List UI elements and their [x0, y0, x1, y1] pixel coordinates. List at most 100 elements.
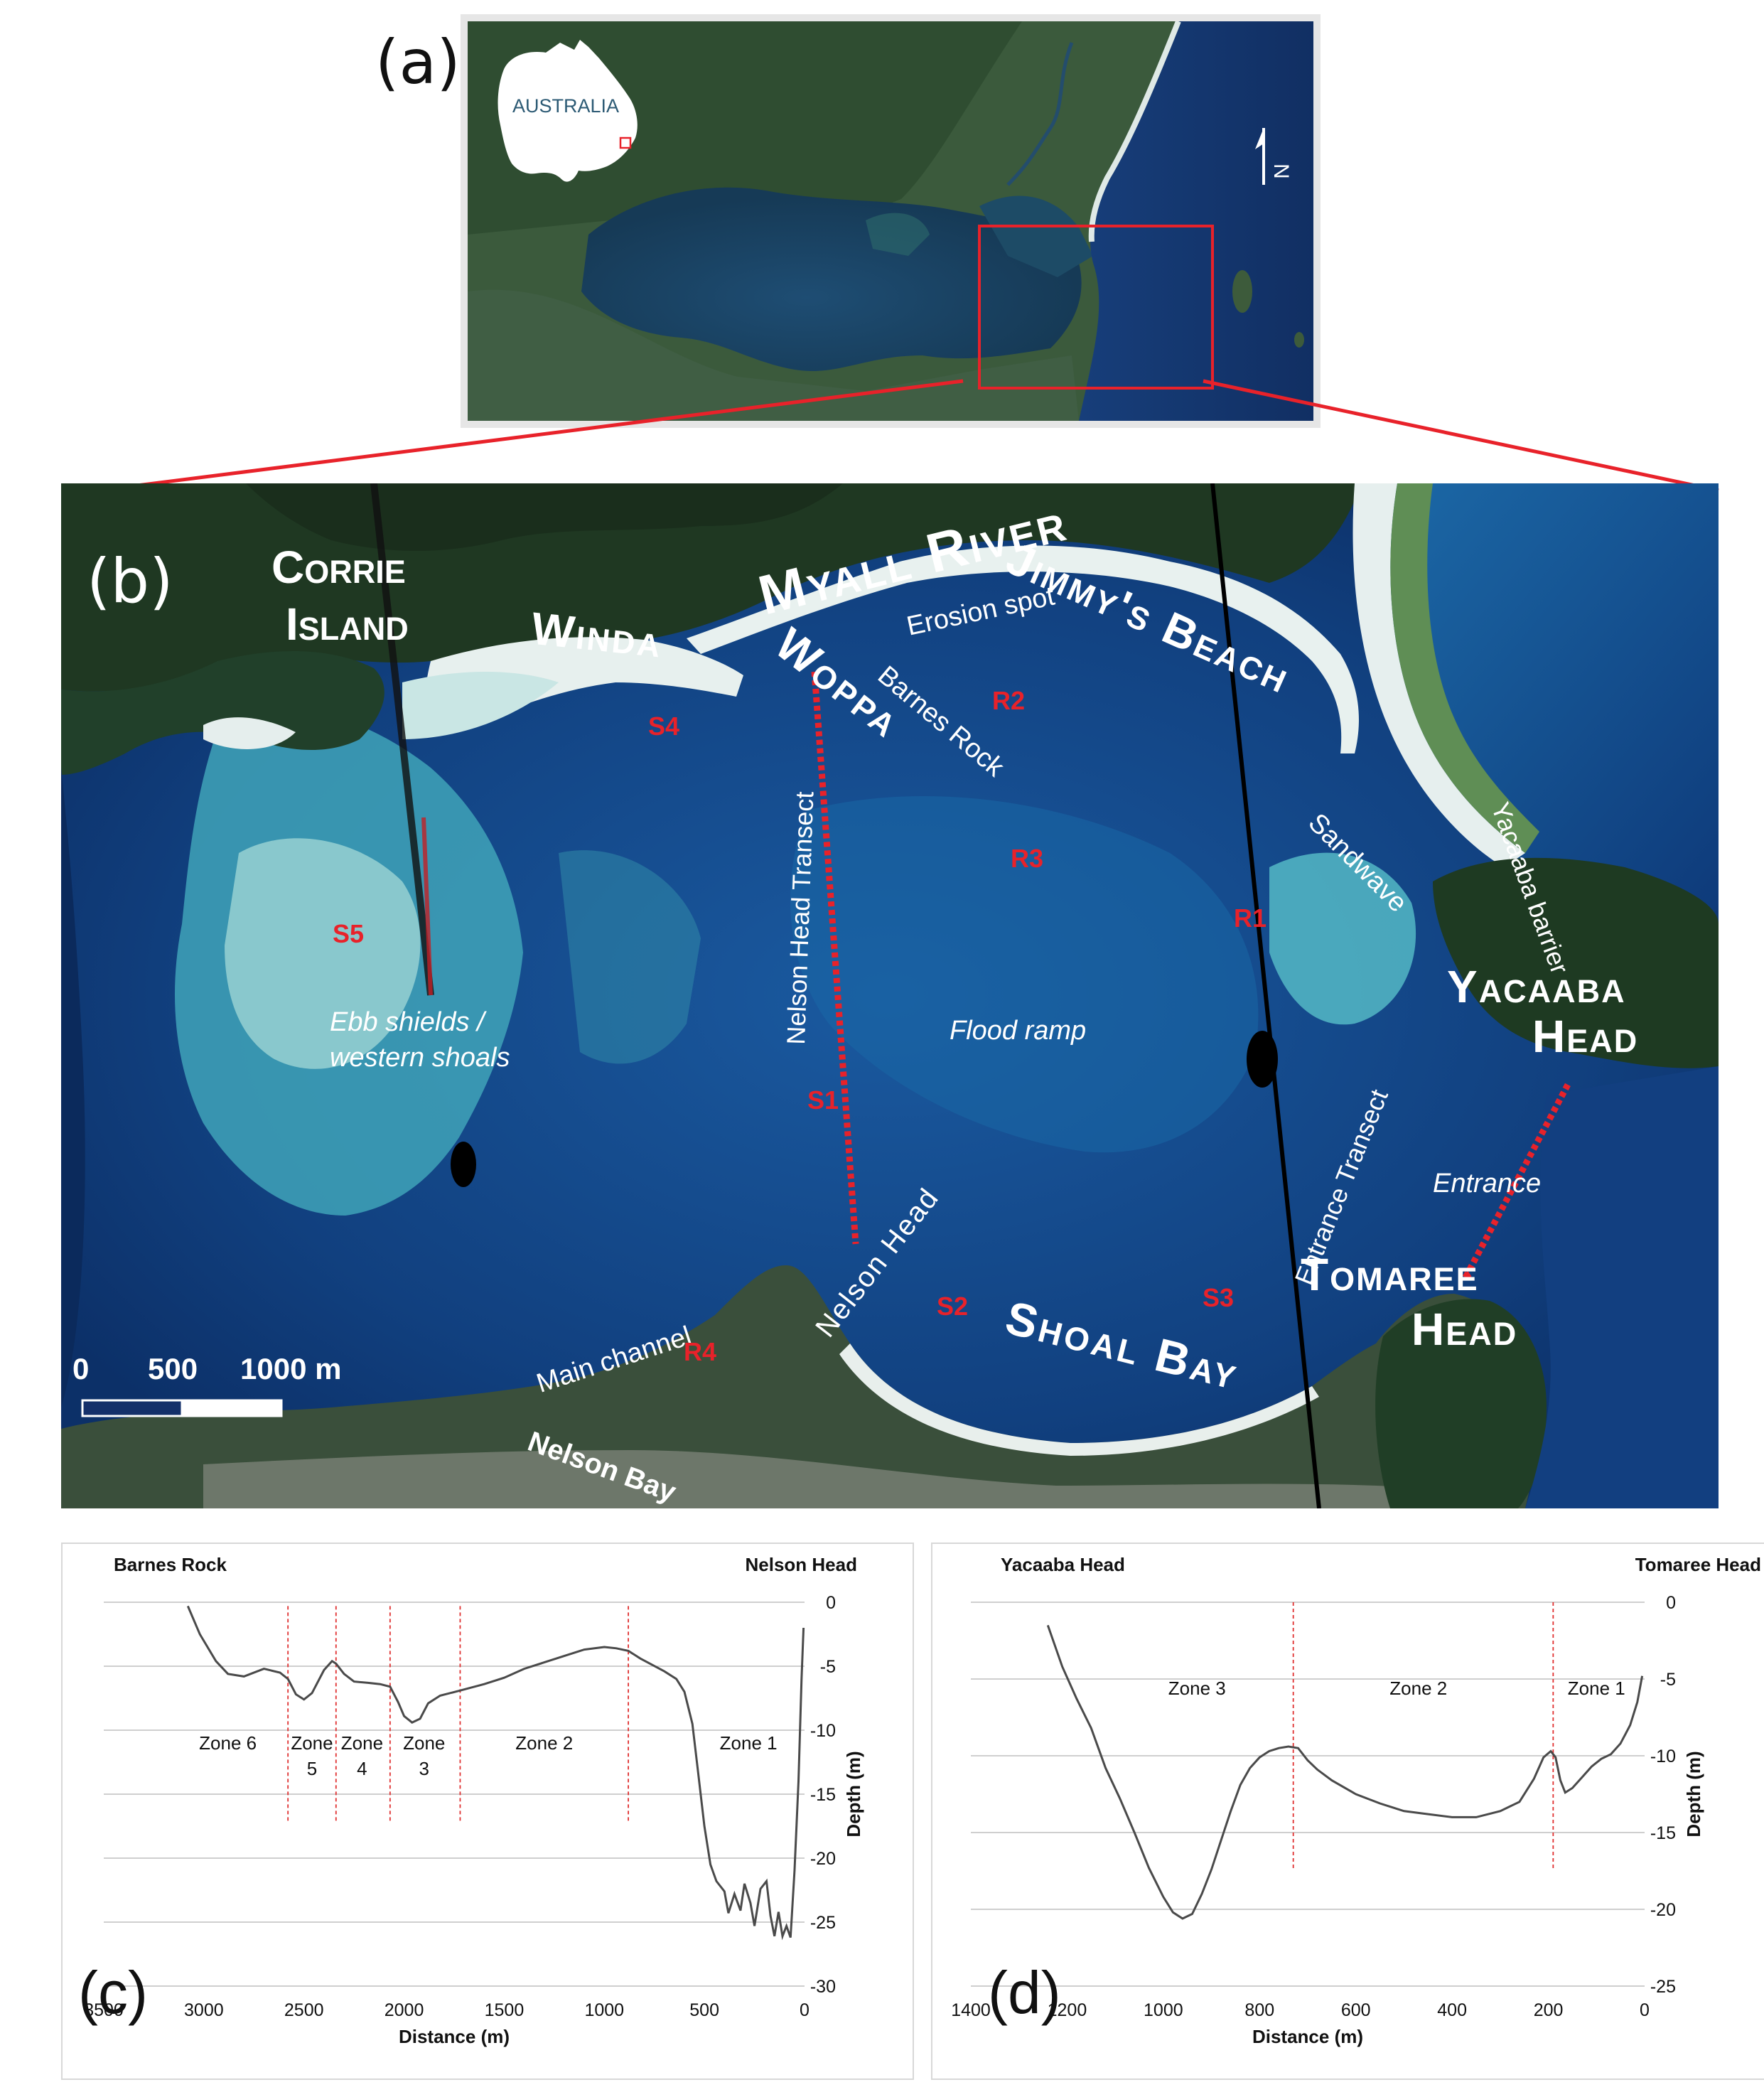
yacaaba-head-label-1: Yacaaba: [1447, 961, 1626, 1012]
site-R4-label: R4: [684, 1337, 716, 1366]
main-channel-label: Main channel: [533, 1321, 695, 1399]
right-endpoint-label: Nelson Head: [746, 1554, 858, 1575]
chart-d-svg: 0 -5 -10 -15 -20 -25 1400 1200 1000 800 600 400 200 0…: [951, 1554, 1761, 2047]
site-S2-label: S2: [937, 1292, 968, 1321]
y-tick-label: -10: [1650, 1747, 1676, 1766]
x-tick-label: 400: [1437, 2000, 1467, 2020]
y-axis-title: Depth (m): [1683, 1751, 1704, 1837]
y-tick-label: -5: [1660, 1670, 1676, 1690]
site-S3-label: S3: [1203, 1283, 1234, 1312]
sandwave-label: Sandwave: [1303, 808, 1413, 918]
site-R1-label: R1: [1234, 903, 1266, 933]
y-tick-label: 0: [1666, 1593, 1676, 1613]
site-S5-label: S5: [333, 919, 364, 948]
australia-label: AUSTRALIA: [512, 95, 619, 117]
erosion-spot-label: Erosion spot: [904, 581, 1058, 642]
right-endpoint-label: Tomaree Head: [1635, 1554, 1761, 1575]
zone-label: Zone: [291, 1732, 333, 1754]
panel-label-b: (b): [87, 546, 173, 617]
zone-label: 3: [419, 1758, 429, 1779]
x-tick-label: 2000: [384, 2000, 424, 2020]
left-endpoint-label: Yacaaba Head: [1001, 1554, 1125, 1575]
zone-label: 5: [307, 1758, 317, 1779]
north-arrow-icon: N: [1255, 128, 1293, 185]
x-tick-label: 800: [1244, 2000, 1274, 2020]
x-tick-label: 1000: [584, 2000, 624, 2020]
y-tick-label: -5: [820, 1657, 836, 1677]
ebb-shields-label-1: Ebb shields /: [330, 1007, 487, 1037]
transect-lines: [811, 671, 1572, 1280]
x-tick-label: 2500: [284, 2000, 324, 2020]
zone-label: Zone 6: [199, 1732, 257, 1754]
jimmys-beach-label: Jimmy's Beach: [999, 532, 1298, 703]
y-tick-label: -25: [810, 1913, 836, 1933]
site-R3-label: R3: [1011, 844, 1043, 873]
overview-map: AUSTRALIA N: [461, 14, 1321, 428]
zone-label: 4: [357, 1758, 367, 1779]
australia-inset-shape: [498, 40, 638, 182]
winda-label: Winda: [529, 603, 665, 667]
panel-label-a: (a): [375, 27, 461, 98]
zoom-connector-lines: [63, 379, 1719, 497]
scale-tick-0: 0: [72, 1352, 89, 1385]
zone-label: Zone: [341, 1732, 383, 1754]
scale-bar: 0 500 1000 m: [72, 1352, 341, 1417]
y-tick-label: -15: [1650, 1823, 1676, 1843]
x-tick-label: 0: [800, 2000, 810, 2020]
zone-label: Zone 2: [1389, 1678, 1447, 1699]
ebb-shields-label-2: western shoals: [330, 1043, 510, 1073]
flood-ramp-label: Flood ramp: [950, 1016, 1086, 1046]
x-tick-label: 1400: [951, 2000, 991, 2020]
entrance-transect-line: [1463, 1080, 1572, 1280]
x-tick-label: 1200: [1048, 2000, 1087, 2020]
y-tick-label: -15: [810, 1785, 836, 1805]
x-tick-label: 0: [1640, 2000, 1650, 2020]
zone-label: Zone 2: [515, 1732, 573, 1754]
zone-label: Zone: [403, 1732, 445, 1754]
y-axis-title: Depth (m): [843, 1751, 864, 1837]
y-tick-label: 0: [826, 1593, 836, 1613]
y-tick-label: -20: [810, 1849, 836, 1869]
x-tick-label: 600: [1341, 2000, 1371, 2020]
yacaaba-head-label-2: Head: [1532, 1011, 1638, 1062]
left-endpoint-label: Barnes Rock: [114, 1554, 227, 1575]
map-labels: Myall River Corrie Island Winda Woppa Ji…: [72, 490, 1638, 1508]
y-tick-label: -20: [1650, 1900, 1676, 1920]
panel-label: (d): [988, 1959, 1061, 2026]
x-tick-label: 3500: [84, 2000, 124, 2020]
x-axis-title: Distance (m): [399, 2026, 510, 2047]
yacaaba-barrier-label: Yacaaba barrier: [1485, 798, 1574, 977]
site-R2-label: R2: [992, 686, 1025, 715]
nelson-bay-label: Nelson Bay: [524, 1426, 680, 1508]
overview-map-image: AUSTRALIA N: [468, 20, 1313, 421]
x-tick-label: 1000: [1144, 2000, 1183, 2020]
nelson-head-label: Nelson Head: [810, 1182, 945, 1343]
depth-profile-line: [186, 1605, 805, 1941]
y-tick-label: -25: [1650, 1977, 1676, 1997]
x-tick-label: 1500: [485, 2000, 525, 2020]
tomaree-head-label-1: Tomaree: [1301, 1249, 1479, 1300]
nelson-head-transect-line: [811, 671, 859, 1245]
zone-label: Zone 1: [720, 1732, 778, 1754]
north-label: N: [1269, 163, 1293, 179]
x-tick-label: 500: [689, 2000, 719, 2020]
entrance-label: Entrance: [1433, 1169, 1541, 1198]
site-S4-label: S4: [648, 712, 679, 741]
zone-label: Zone 3: [1168, 1678, 1226, 1699]
y-tick-label: -30: [810, 1977, 836, 1997]
x-tick-label: 200: [1534, 2000, 1564, 2020]
x-axis-title: Distance (m): [1252, 2026, 1363, 2047]
corrie-island-label-2: Island: [286, 599, 409, 650]
x-tick-label: 3000: [184, 2000, 224, 2020]
corrie-island-label-1: Corrie: [271, 542, 406, 593]
scale-tick-500: 500: [148, 1352, 198, 1385]
depth-profile-line: [1046, 1624, 1644, 1920]
mosaic-seam-line: [1210, 483, 1321, 1508]
zone-label: Zone 1: [1568, 1678, 1625, 1699]
y-tick-label: -10: [810, 1721, 836, 1741]
australia-locator-box: [619, 136, 632, 149]
aerial-image: [61, 483, 1719, 1508]
tomaree-head-label-2: Head: [1411, 1304, 1517, 1355]
